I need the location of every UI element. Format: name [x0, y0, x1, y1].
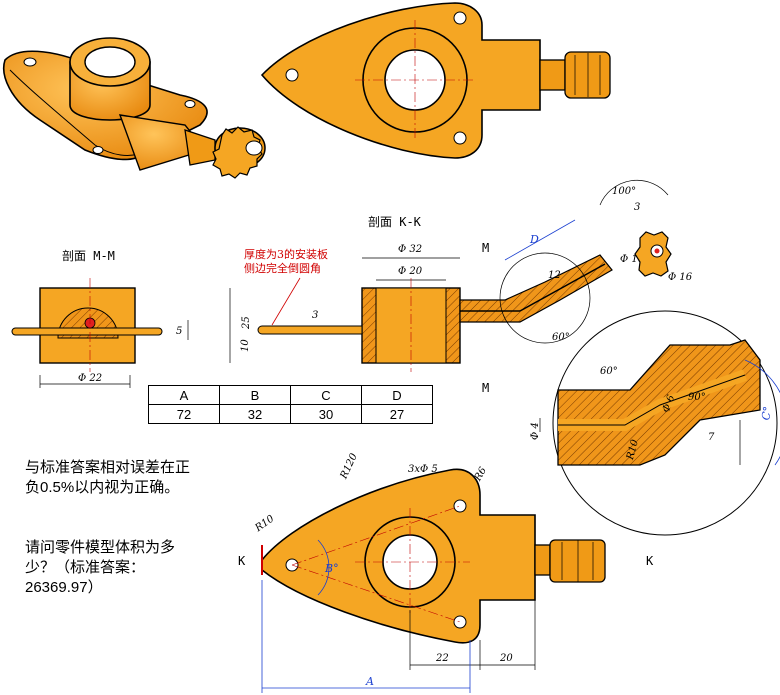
section-kk-label: 剖面 K-K — [368, 215, 422, 229]
dim-R10b: R10 — [625, 438, 641, 462]
dim-22: 22 — [435, 653, 449, 664]
section-mm-label: 剖面 M-M — [62, 249, 115, 263]
dim-20: 20 — [499, 653, 513, 664]
value-B: 32 — [219, 404, 291, 424]
dim-R10: R10 — [253, 513, 277, 535]
top-view — [260, 2, 611, 159]
dim-phi10: Φ 10 — [620, 254, 645, 265]
dim-phi32: Φ 32 — [398, 244, 422, 255]
dim-phi4: Φ 4 — [530, 422, 541, 440]
dim-A: A — [365, 675, 374, 688]
dim-holes: 3xΦ 5 — [408, 464, 438, 475]
dim-100: 100° — [612, 186, 636, 197]
dim-60: 60° — [552, 332, 570, 343]
m-bottom: M — [482, 381, 489, 395]
note-red-2: 侧边完全倒圆角 — [244, 261, 321, 275]
k-right: K — [646, 554, 654, 568]
dim-D: D — [529, 233, 539, 246]
dim-R120: R120 — [338, 451, 360, 481]
volume-question: 请问零件模型体积为多少？（标准答案：26369.97） — [25, 539, 176, 596]
dim-5: 5 — [176, 326, 182, 337]
dim-phi16: Φ 16 — [668, 272, 693, 283]
dim-90: 90° — [688, 392, 706, 403]
plan-view: K K R120 3xΦ 5 R6 R10 B° 22 20 A — [238, 451, 654, 693]
dim-7: 7 — [708, 432, 715, 443]
dim-12: 12 — [548, 270, 561, 281]
magnified-detail: 60° Φ 6 90° C° Φ 4 7 R10 — [530, 310, 780, 536]
dim-3: 3 — [312, 310, 318, 321]
isometric-view — [3, 37, 266, 179]
header-C: C — [290, 385, 362, 405]
note-red-1: 厚度为3的安装板 — [244, 247, 328, 261]
dim-phi22: Φ 22 — [78, 373, 102, 384]
dim-phi20: Φ 20 — [398, 266, 423, 277]
dim-25: 25 — [241, 316, 252, 330]
section-kk: 剖面 K-K 厚度为3的安装板 侧边完全倒圆角 Φ 32 Φ 20 M M 25… — [229, 215, 645, 395]
dim-C: C° — [759, 405, 774, 421]
m-top: M — [482, 241, 489, 255]
dim-3b: 3 — [634, 202, 640, 213]
value-D: 27 — [361, 404, 433, 424]
value-A: 72 — [148, 404, 220, 424]
tolerance-note: 与标准答案相对误差在正负0.5%以内视为正确。 — [25, 459, 191, 496]
section-mm: 剖面 M-M Φ 22 5 — [11, 249, 189, 388]
k-left: K — [238, 554, 246, 568]
nut-detail: 100° 3 Φ 16 — [599, 179, 693, 283]
dim-60b: 60° — [600, 366, 618, 377]
dim-10: 10 — [240, 339, 251, 352]
dim-B: B° — [324, 562, 339, 575]
header-D: D — [361, 385, 433, 405]
value-C: 30 — [290, 404, 362, 424]
header-A: A — [148, 385, 220, 405]
header-B: B — [219, 385, 291, 405]
answer-table: A B C D 72 32 30 27 — [148, 385, 433, 424]
